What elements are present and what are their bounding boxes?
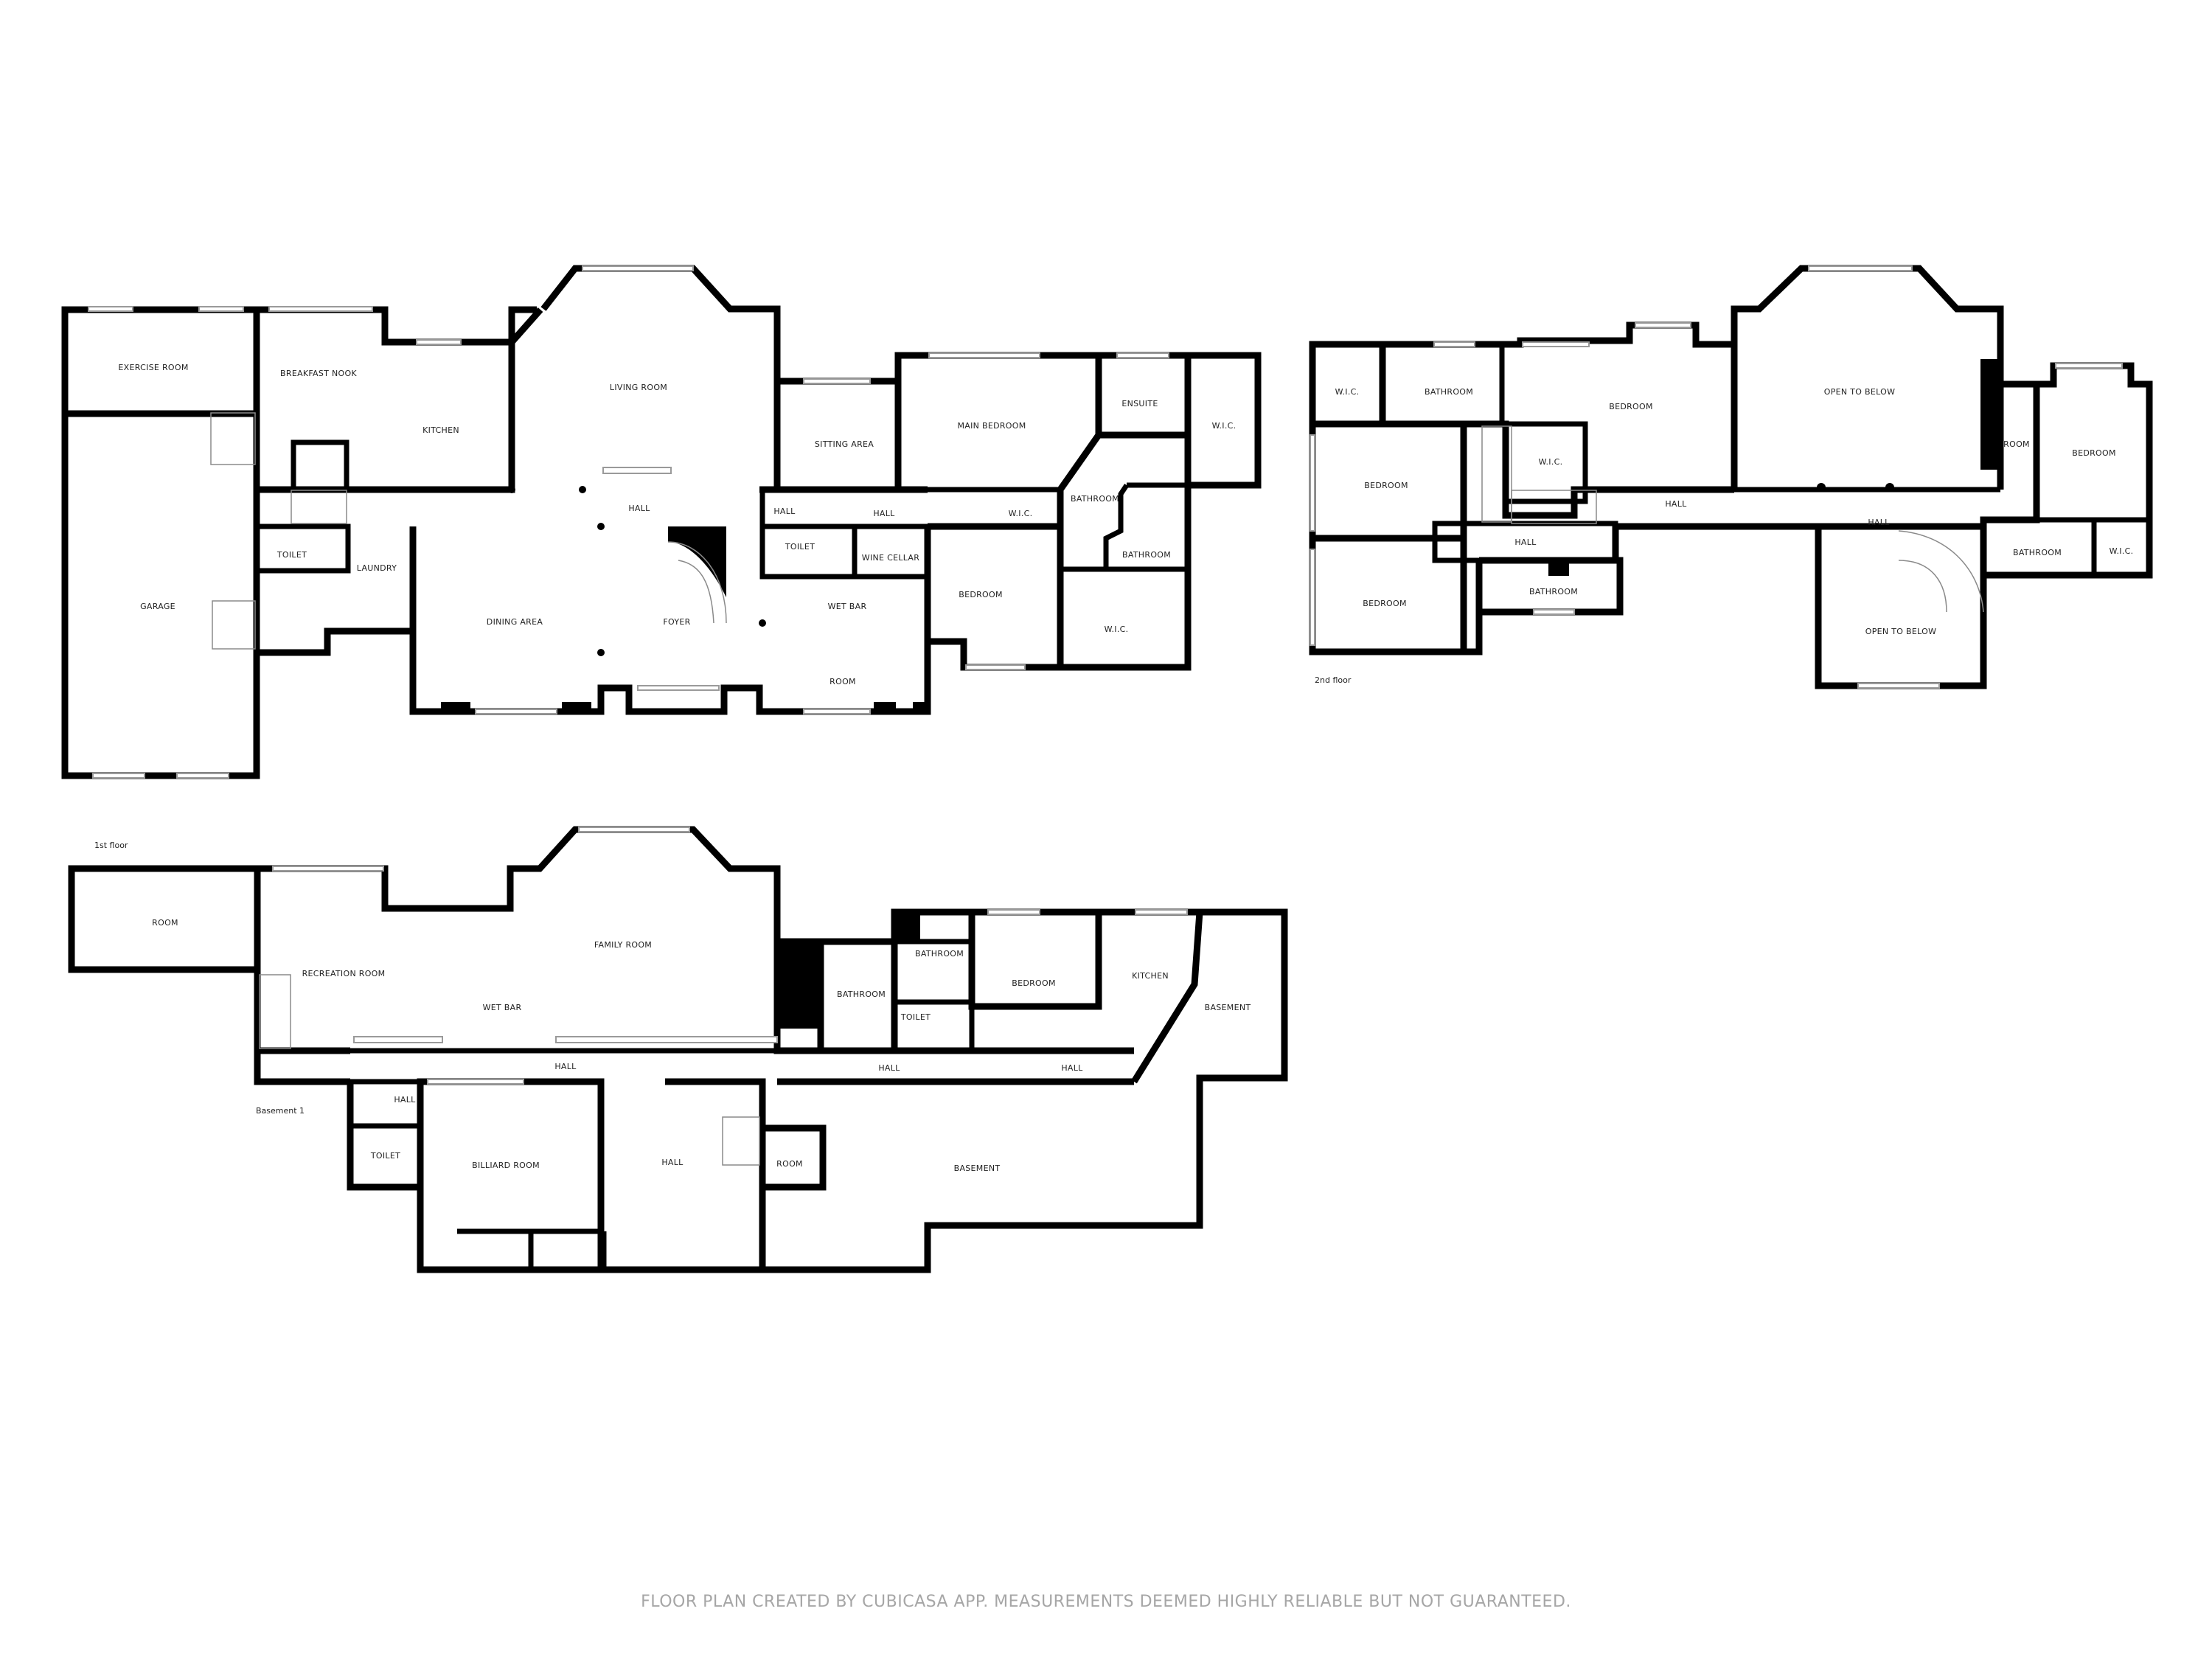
room-label: HALL [661,1158,684,1167]
room-label: TOILET [370,1151,400,1161]
room-label: HALL [394,1095,416,1105]
room-label: RECREATION ROOM [302,969,386,978]
room-label: BEDROOM [959,590,1003,599]
room-label: WINE CELLAR [862,553,919,563]
room-label: DINING AREA [487,617,543,627]
room-label: BATHROOM [1529,587,1578,597]
room-label: OPEN TO BELOW [1824,387,1896,397]
room-label: GARAGE [140,602,175,611]
room-label: W.I.C. [1539,457,1563,467]
room-label: BATHROOM [837,990,886,999]
room-label: ENSUITE [1121,399,1158,408]
room-label: HALL [773,507,796,516]
room-label: HALL [878,1063,900,1073]
room-label: ROOM [152,918,178,928]
room-label: BATHROOM [2013,548,2062,557]
room-label: BEDROOM [2072,448,2116,458]
room-label: KITCHEN [422,425,459,435]
room-label: MAIN BEDROOM [957,421,1026,431]
room-label: BASEMENT [1205,1003,1251,1012]
room-label: BATHROOM [1071,494,1119,504]
basement-floor-label: Basement 1 [256,1106,305,1116]
room-label: BATHROOM [1425,387,1473,397]
room-label: KITCHEN [1132,971,1169,981]
disclaimer-footer: FLOOR PLAN CREATED BY CUBICASA APP. MEAS… [641,1593,1571,1611]
room-label: BASEMENT [954,1164,1001,1173]
second-floor-label: 2nd floor [1315,675,1352,685]
basement-walls [68,826,1288,1273]
room-label: HALL [554,1062,577,1071]
room-label: W.I.C. [1335,387,1360,397]
room-label: W.I.C. [2110,546,2134,556]
room-label: W.I.C. [1212,421,1237,431]
room-label: BEDROOM [1012,978,1056,988]
room-label: FOYER [663,617,690,627]
second-floor-walls [1309,265,2153,689]
room-label: FAMILY ROOM [594,940,652,950]
room-label: BEDROOM [1364,481,1408,490]
room-label: BILLIARD ROOM [472,1161,540,1170]
room-label: HALL [873,509,895,518]
room-label: BEDROOM [1363,599,1407,608]
first-floor-walls [61,265,1262,779]
room-label: BREAKFAST NOOK [280,369,357,378]
room-label: LIVING ROOM [610,383,667,392]
room-label: ROOM [2003,439,2030,449]
room-label: ROOM [776,1159,803,1169]
room-labels: EXERCISE ROOM BREAKFAST NOOK KITCHEN LIVING… [118,363,2133,1173]
room-label: LAUNDRY [357,563,397,573]
room-label: HALL [1061,1063,1083,1073]
room-label: W.I.C. [1105,625,1129,634]
room-label: HALL [628,504,650,513]
room-label: OPEN TO BELOW [1865,627,1937,636]
room-label: EXERCISE ROOM [118,363,188,372]
first-floor-details [88,265,1169,779]
room-label: ROOM [830,677,856,686]
room-label: W.I.C. [1009,509,1033,518]
room-label: TOILET [785,542,815,552]
second-floor-details [1310,265,2123,689]
room-label: HALL [1868,518,1890,527]
room-label: BATHROOM [1122,550,1171,560]
room-label: HALL [1514,538,1537,547]
room-label: SITTING AREA [815,439,874,449]
room-label: BATHROOM [915,949,964,959]
basement-details [259,827,1188,1166]
room-label: BEDROOM [1609,402,1653,411]
room-label: HALL [1665,499,1687,509]
room-label: TOILET [276,550,307,560]
room-label: TOILET [900,1012,931,1022]
first-floor-label: 1st floor [94,841,128,850]
room-label: WET BAR [828,602,867,611]
room-label: WET BAR [483,1003,522,1012]
